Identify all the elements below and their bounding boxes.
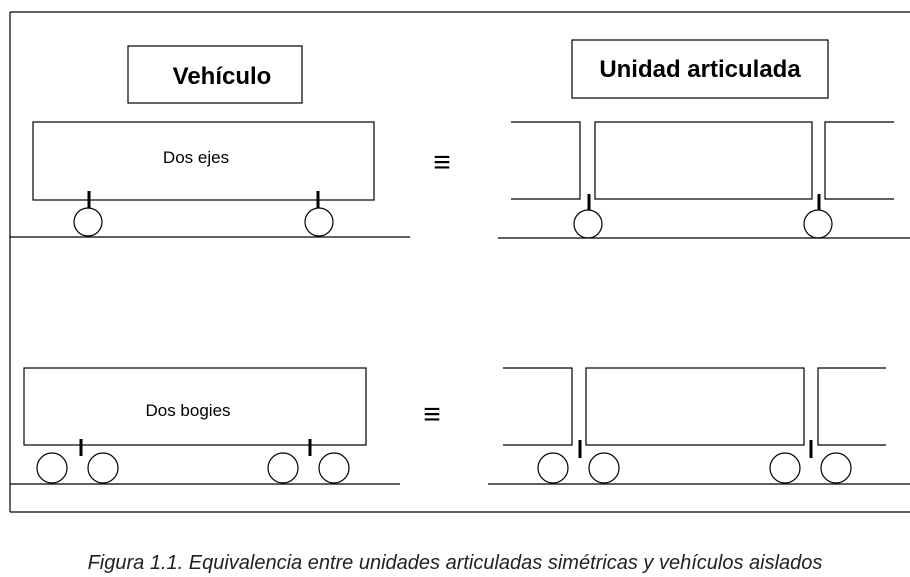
wheel	[573, 209, 603, 239]
wheel	[36, 452, 68, 484]
wheel	[267, 452, 299, 484]
vehicle-two-bogies-label: Dos bogies	[145, 401, 230, 420]
articulated-body	[594, 121, 813, 200]
header-vehicle: Vehículo	[127, 45, 303, 104]
wheel	[304, 207, 334, 237]
wheel	[588, 452, 620, 484]
vehicle-two-axles-label: Dos ejes	[163, 148, 229, 167]
articulated-unit-bogies	[503, 367, 886, 484]
articulated-body	[585, 367, 805, 446]
neighbour-car-right	[817, 367, 886, 446]
header-articulated-label: Unidad articulada	[599, 56, 801, 83]
vehicle-body	[23, 367, 367, 446]
equivalence-sign: ≡	[423, 398, 441, 431]
figure-caption: Figura 1.1. Equivalencia entre unidades …	[87, 552, 823, 574]
vehicle-body	[32, 121, 375, 201]
wheel	[537, 452, 569, 484]
wheel	[87, 452, 119, 484]
equivalence-sign: ≡	[433, 146, 451, 179]
wheel	[73, 207, 103, 237]
neighbour-car-left	[503, 367, 573, 446]
wheel	[318, 452, 350, 484]
header-articulated: Unidad articulada	[571, 39, 829, 99]
header-vehicle-label: Vehículo	[173, 63, 272, 90]
vehicle-two-bogies: Dos bogies	[23, 367, 367, 484]
wheel	[803, 209, 833, 239]
neighbour-car-right	[824, 121, 894, 200]
wheel	[820, 452, 852, 484]
neighbour-car-left	[511, 121, 581, 200]
figure-frame	[9, 11, 910, 513]
wheel	[769, 452, 801, 484]
vehicle-two-axles: Dos ejes	[32, 121, 375, 237]
articulated-unit-axles	[511, 121, 894, 239]
